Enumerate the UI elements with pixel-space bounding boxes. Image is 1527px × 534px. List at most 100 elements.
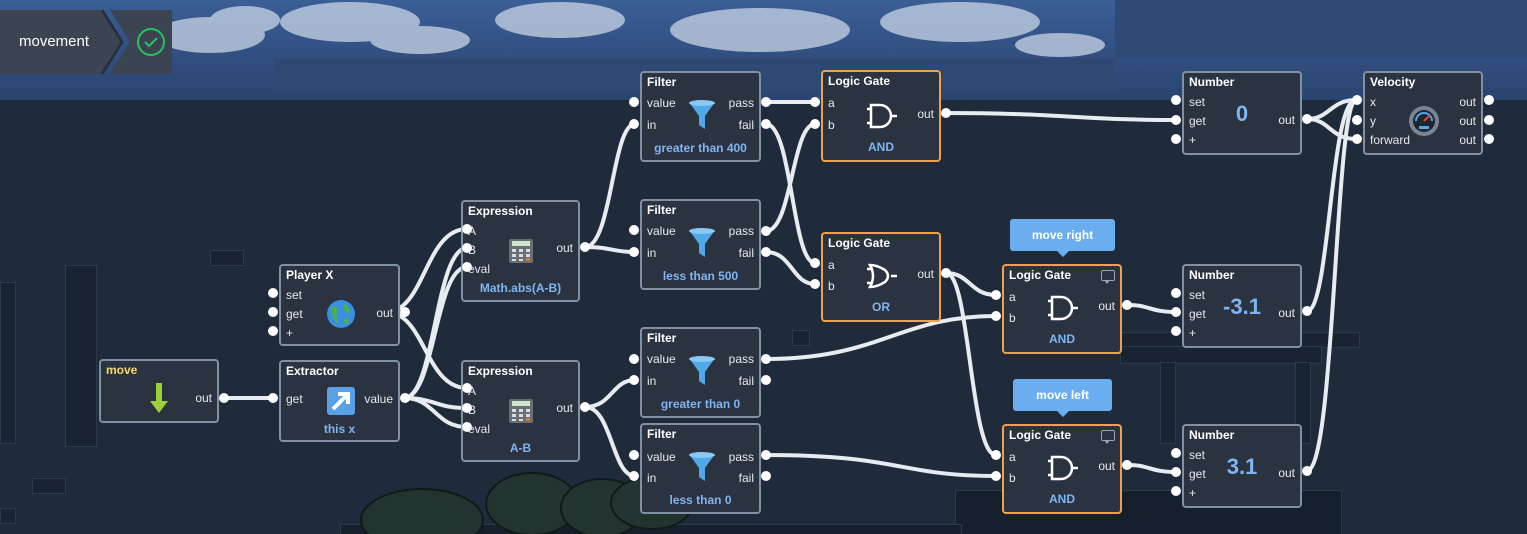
port-logic-gate-and-a[interactable]: [810, 97, 820, 107]
port-label-in: in: [647, 118, 657, 132]
node-number-pos[interactable]: Number set get + 3.1 out: [1182, 424, 1302, 508]
port-filter-gt400-pass[interactable]: [761, 97, 771, 107]
port-expression-diff-b[interactable]: [462, 403, 472, 413]
port-number-pos-set[interactable]: [1171, 448, 1181, 458]
port-player-x-set[interactable]: [268, 288, 278, 298]
port-filter-gt0-in[interactable]: [629, 375, 639, 385]
port-filter-lt0-pass[interactable]: [761, 450, 771, 460]
port-velocity-out-forward[interactable]: [1484, 134, 1494, 144]
port-expression-diff-a[interactable]: [462, 383, 472, 393]
port-velocity-x[interactable]: [1352, 95, 1362, 105]
node-title: Extractor: [286, 364, 339, 378]
port-number-zero-get[interactable]: [1171, 115, 1181, 125]
port-filter-gt400-in[interactable]: [629, 119, 639, 129]
port-logic-gate-move-right-a[interactable]: [991, 290, 1001, 300]
node-logic-gate-or[interactable]: Logic Gate a b out OR: [821, 232, 941, 322]
port-number-zero-set[interactable]: [1171, 95, 1181, 105]
number-value[interactable]: 3.1: [1226, 454, 1258, 479]
port-logic-gate-or-out[interactable]: [941, 268, 951, 278]
port-filter-lt500-value[interactable]: [629, 225, 639, 235]
port-velocity-forward[interactable]: [1352, 134, 1362, 144]
port-velocity-out-x[interactable]: [1484, 95, 1494, 105]
port-expression-diff-out[interactable]: [580, 402, 590, 412]
port-velocity-y[interactable]: [1352, 115, 1362, 125]
node-title: Filter: [647, 427, 677, 441]
port-logic-gate-and-out[interactable]: [941, 108, 951, 118]
port-number-pos-plus[interactable]: [1171, 486, 1181, 496]
port-player-x-plus[interactable]: [268, 326, 278, 336]
port-velocity-out-y[interactable]: [1484, 115, 1494, 125]
port-label-out: out: [1098, 299, 1115, 313]
port-number-neg-out[interactable]: [1302, 306, 1312, 316]
port-extractor-get[interactable]: [268, 393, 278, 403]
port-number-neg-plus[interactable]: [1171, 326, 1181, 336]
check-circle-icon[interactable]: [136, 27, 166, 57]
number-value[interactable]: -3.1: [1223, 294, 1261, 319]
port-number-pos-out[interactable]: [1302, 466, 1312, 476]
port-logic-gate-move-left-out[interactable]: [1122, 460, 1132, 470]
node-logic-gate-move-left[interactable]: Logic Gate a b out AND: [1002, 424, 1122, 514]
port-logic-gate-or-a[interactable]: [810, 258, 820, 268]
node-logic-gate-move-right[interactable]: Logic Gate a b out AND: [1002, 264, 1122, 354]
port-expression-abs-eval[interactable]: [462, 262, 472, 272]
port-filter-lt500-pass[interactable]: [761, 226, 771, 236]
node-title: Number: [1189, 268, 1235, 282]
port-logic-gate-move-right-b[interactable]: [991, 311, 1001, 321]
node-move[interactable]: move out: [99, 359, 219, 423]
comment-tooltip-move-right: move right: [1010, 219, 1115, 257]
node-number-zero[interactable]: Number set get + 0 out: [1182, 71, 1302, 155]
port-filter-lt0-fail[interactable]: [761, 471, 771, 481]
port-logic-gate-move-right-out[interactable]: [1122, 300, 1132, 310]
port-label-value: value: [647, 224, 676, 238]
level-tile: [1160, 362, 1176, 444]
node-filter-lt0[interactable]: Filter value in pass fail less than 0: [640, 423, 761, 514]
comment-icon[interactable]: [1101, 430, 1115, 444]
port-filter-gt0-fail[interactable]: [761, 375, 771, 385]
port-expression-abs-a[interactable]: [462, 224, 472, 234]
port-number-zero-out[interactable]: [1302, 114, 1312, 124]
port-number-pos-get[interactable]: [1171, 467, 1181, 477]
port-filter-lt500-in[interactable]: [629, 247, 639, 257]
port-filter-gt400-value[interactable]: [629, 97, 639, 107]
node-expression-diff[interactable]: Expression A B eval out A-B: [461, 360, 580, 462]
node-extractor[interactable]: Extractor get value this x: [279, 360, 400, 442]
node-filter-gt400[interactable]: Filter value in pass fail greater than 4…: [640, 71, 761, 162]
port-number-zero-plus[interactable]: [1171, 134, 1181, 144]
node-logic-gate-and[interactable]: Logic Gate a b out AND: [821, 70, 941, 162]
node-number-neg[interactable]: Number set get + -3.1 out: [1182, 264, 1302, 348]
speedometer-icon: [1409, 106, 1439, 136]
port-logic-gate-move-left-b[interactable]: [991, 471, 1001, 481]
node-player-x[interactable]: Player X set get + out: [279, 264, 400, 346]
node-filter-lt500[interactable]: Filter value in pass fail less than 500: [640, 199, 761, 290]
port-expression-diff-eval[interactable]: [462, 422, 472, 432]
port-filter-gt400-fail[interactable]: [761, 119, 771, 129]
port-logic-gate-move-left-a[interactable]: [991, 450, 1001, 460]
breadcrumb-item-movement[interactable]: movement: [19, 33, 90, 50]
port-player-x-get[interactable]: [268, 307, 278, 317]
comment-icon[interactable]: [1101, 270, 1115, 284]
port-logic-gate-and-b[interactable]: [810, 119, 820, 129]
port-filter-gt0-pass[interactable]: [761, 354, 771, 364]
port-number-neg-get[interactable]: [1171, 307, 1181, 317]
port-filter-lt0-value[interactable]: [629, 450, 639, 460]
port-player-x-out[interactable]: [400, 307, 410, 317]
port-move-out[interactable]: [219, 393, 229, 403]
port-filter-gt0-value[interactable]: [629, 354, 639, 364]
port-label-get: get: [1189, 114, 1206, 128]
node-filter-gt0[interactable]: Filter value in pass fail greater than 0: [640, 327, 761, 418]
node-velocity[interactable]: Velocity x y forward out out out: [1363, 71, 1483, 155]
port-label-out: out: [195, 391, 212, 405]
number-value[interactable]: 0: [1235, 101, 1249, 126]
port-extractor-value[interactable]: [400, 393, 410, 403]
port-expression-abs-b[interactable]: [462, 243, 472, 253]
port-logic-gate-or-b[interactable]: [810, 279, 820, 289]
port-label-a: a: [828, 96, 835, 110]
node-expression-abs[interactable]: Expression A B eval out Math.abs(A-B): [461, 200, 580, 302]
port-filter-lt500-fail[interactable]: [761, 247, 771, 257]
port-number-neg-set[interactable]: [1171, 288, 1181, 298]
level-tile: [1120, 346, 1322, 364]
port-expression-abs-out[interactable]: [580, 242, 590, 252]
calculator-icon: [509, 239, 533, 263]
port-filter-lt0-in[interactable]: [629, 471, 639, 481]
